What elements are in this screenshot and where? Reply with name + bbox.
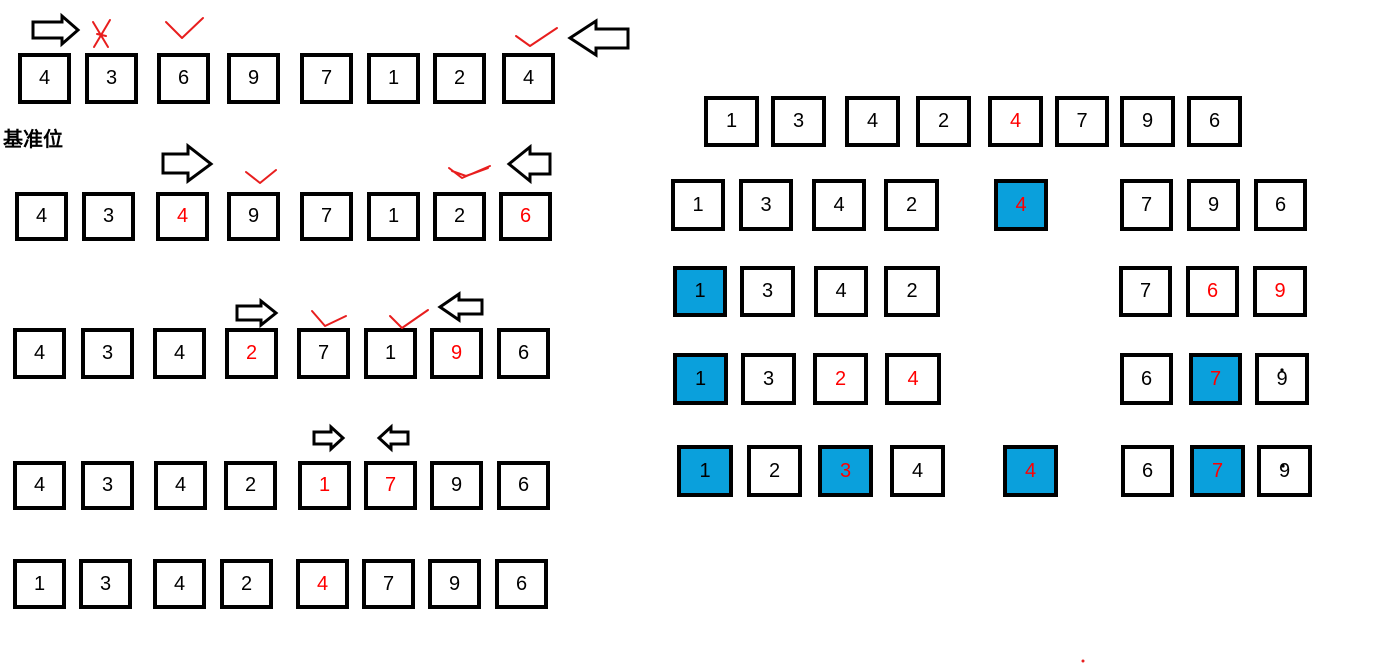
right-cell: 9 <box>1257 445 1312 497</box>
right-cell: 6 <box>1186 266 1239 317</box>
right-cell: 7 <box>1120 179 1173 231</box>
left-cell: 1 <box>364 328 417 379</box>
left-arrow-icon <box>437 291 484 323</box>
left-cell: 4 <box>296 559 349 609</box>
right-cell: 6 <box>1120 353 1173 405</box>
right-cell: 7 <box>1190 445 1245 497</box>
right-cell: 1 <box>673 353 728 405</box>
left-cell: 3 <box>79 559 132 609</box>
left-cell: 9 <box>227 192 280 241</box>
left-cell: 6 <box>497 461 550 510</box>
left-cell: 1 <box>367 192 420 241</box>
right-cell: 4 <box>994 179 1048 231</box>
left-cell: 6 <box>157 53 210 104</box>
left-cell: 6 <box>495 559 548 609</box>
left-cell: 2 <box>433 192 486 241</box>
left-cell: 9 <box>430 328 483 379</box>
left-cell: 3 <box>81 328 134 379</box>
dot-mark <box>1081 659 1085 663</box>
cross-mark-icon <box>92 19 111 48</box>
right-cell: 4 <box>814 266 868 317</box>
left-cell: 7 <box>364 461 417 510</box>
right-arrow-icon <box>161 142 214 184</box>
left-cell: 4 <box>18 53 71 104</box>
right-cell: 4 <box>890 445 945 497</box>
left-cell: 7 <box>300 53 353 104</box>
left-arrow-icon <box>567 18 630 58</box>
left-cell: 9 <box>430 461 483 510</box>
left-cell: 4 <box>153 328 206 379</box>
right-cell: 4 <box>845 96 900 147</box>
left-cell: 7 <box>300 192 353 241</box>
right-cell: 6 <box>1121 445 1174 497</box>
right-cell: 9 <box>1120 96 1175 147</box>
right-cell: 1 <box>677 445 733 497</box>
left-cell: 2 <box>433 53 486 104</box>
left-cell: 2 <box>225 328 278 379</box>
check-mark-icon <box>311 310 347 327</box>
right-cell: 9 <box>1187 179 1240 231</box>
left-cell: 4 <box>13 328 66 379</box>
left-cell: 6 <box>499 192 552 241</box>
left-arrow-icon <box>506 143 552 185</box>
left-cell: 9 <box>428 559 481 609</box>
left-arrow-icon <box>376 423 410 453</box>
left-cell: 3 <box>81 461 134 510</box>
left-cell: 9 <box>227 53 280 104</box>
right-cell: 3 <box>740 266 795 317</box>
right-cell: 1 <box>671 179 725 231</box>
check-mark-icon <box>245 169 277 184</box>
right-arrow-icon <box>235 297 279 329</box>
left-cell: 4 <box>154 461 207 510</box>
left-cell: 1 <box>298 461 351 510</box>
right-cell: 3 <box>818 445 873 497</box>
right-cell: 4 <box>988 96 1043 147</box>
right-cell: 4 <box>885 353 941 405</box>
check-mark-icon <box>515 27 558 47</box>
left-cell: 4 <box>13 461 66 510</box>
right-cell: 2 <box>747 445 802 497</box>
left-cell: 1 <box>367 53 420 104</box>
right-cell: 9 <box>1253 266 1307 317</box>
right-cell: 7 <box>1189 353 1242 405</box>
right-cell: 2 <box>916 96 971 147</box>
left-cell: 2 <box>224 461 277 510</box>
left-cell: 1 <box>13 559 66 609</box>
right-cell: 6 <box>1254 179 1307 231</box>
left-cell: 4 <box>153 559 206 609</box>
check-mark-icon <box>165 17 204 39</box>
left-cell: 6 <box>497 328 550 379</box>
right-cell: 3 <box>739 179 793 231</box>
check-mark-icon <box>389 309 429 329</box>
right-cell: 9 <box>1255 353 1309 405</box>
left-cell: 4 <box>502 53 555 104</box>
right-cell: 3 <box>771 96 826 147</box>
left-cell: 4 <box>15 192 68 241</box>
right-cell: 1 <box>673 266 727 317</box>
right-cell: 7 <box>1055 96 1109 147</box>
left-cell: 4 <box>156 192 209 241</box>
right-cell: 4 <box>812 179 866 231</box>
right-arrow-icon <box>312 423 346 453</box>
right-cell: 6 <box>1187 96 1242 147</box>
right-cell: 2 <box>813 353 868 405</box>
left-cell: 7 <box>297 328 350 379</box>
right-cell: 4 <box>1003 445 1058 497</box>
pivot-label: 基准位 <box>3 127 63 151</box>
left-cell: 3 <box>82 192 135 241</box>
right-cell: 2 <box>884 179 939 231</box>
left-cell: 3 <box>85 53 138 104</box>
right-arrow-icon <box>31 12 81 48</box>
right-cell: 2 <box>884 266 940 317</box>
right-cell: 3 <box>741 353 796 405</box>
left-cell: 7 <box>362 559 415 609</box>
right-cell: 7 <box>1119 266 1172 317</box>
check-mark-icon <box>448 165 491 179</box>
left-cell: 2 <box>220 559 273 609</box>
right-cell: 1 <box>704 96 759 147</box>
